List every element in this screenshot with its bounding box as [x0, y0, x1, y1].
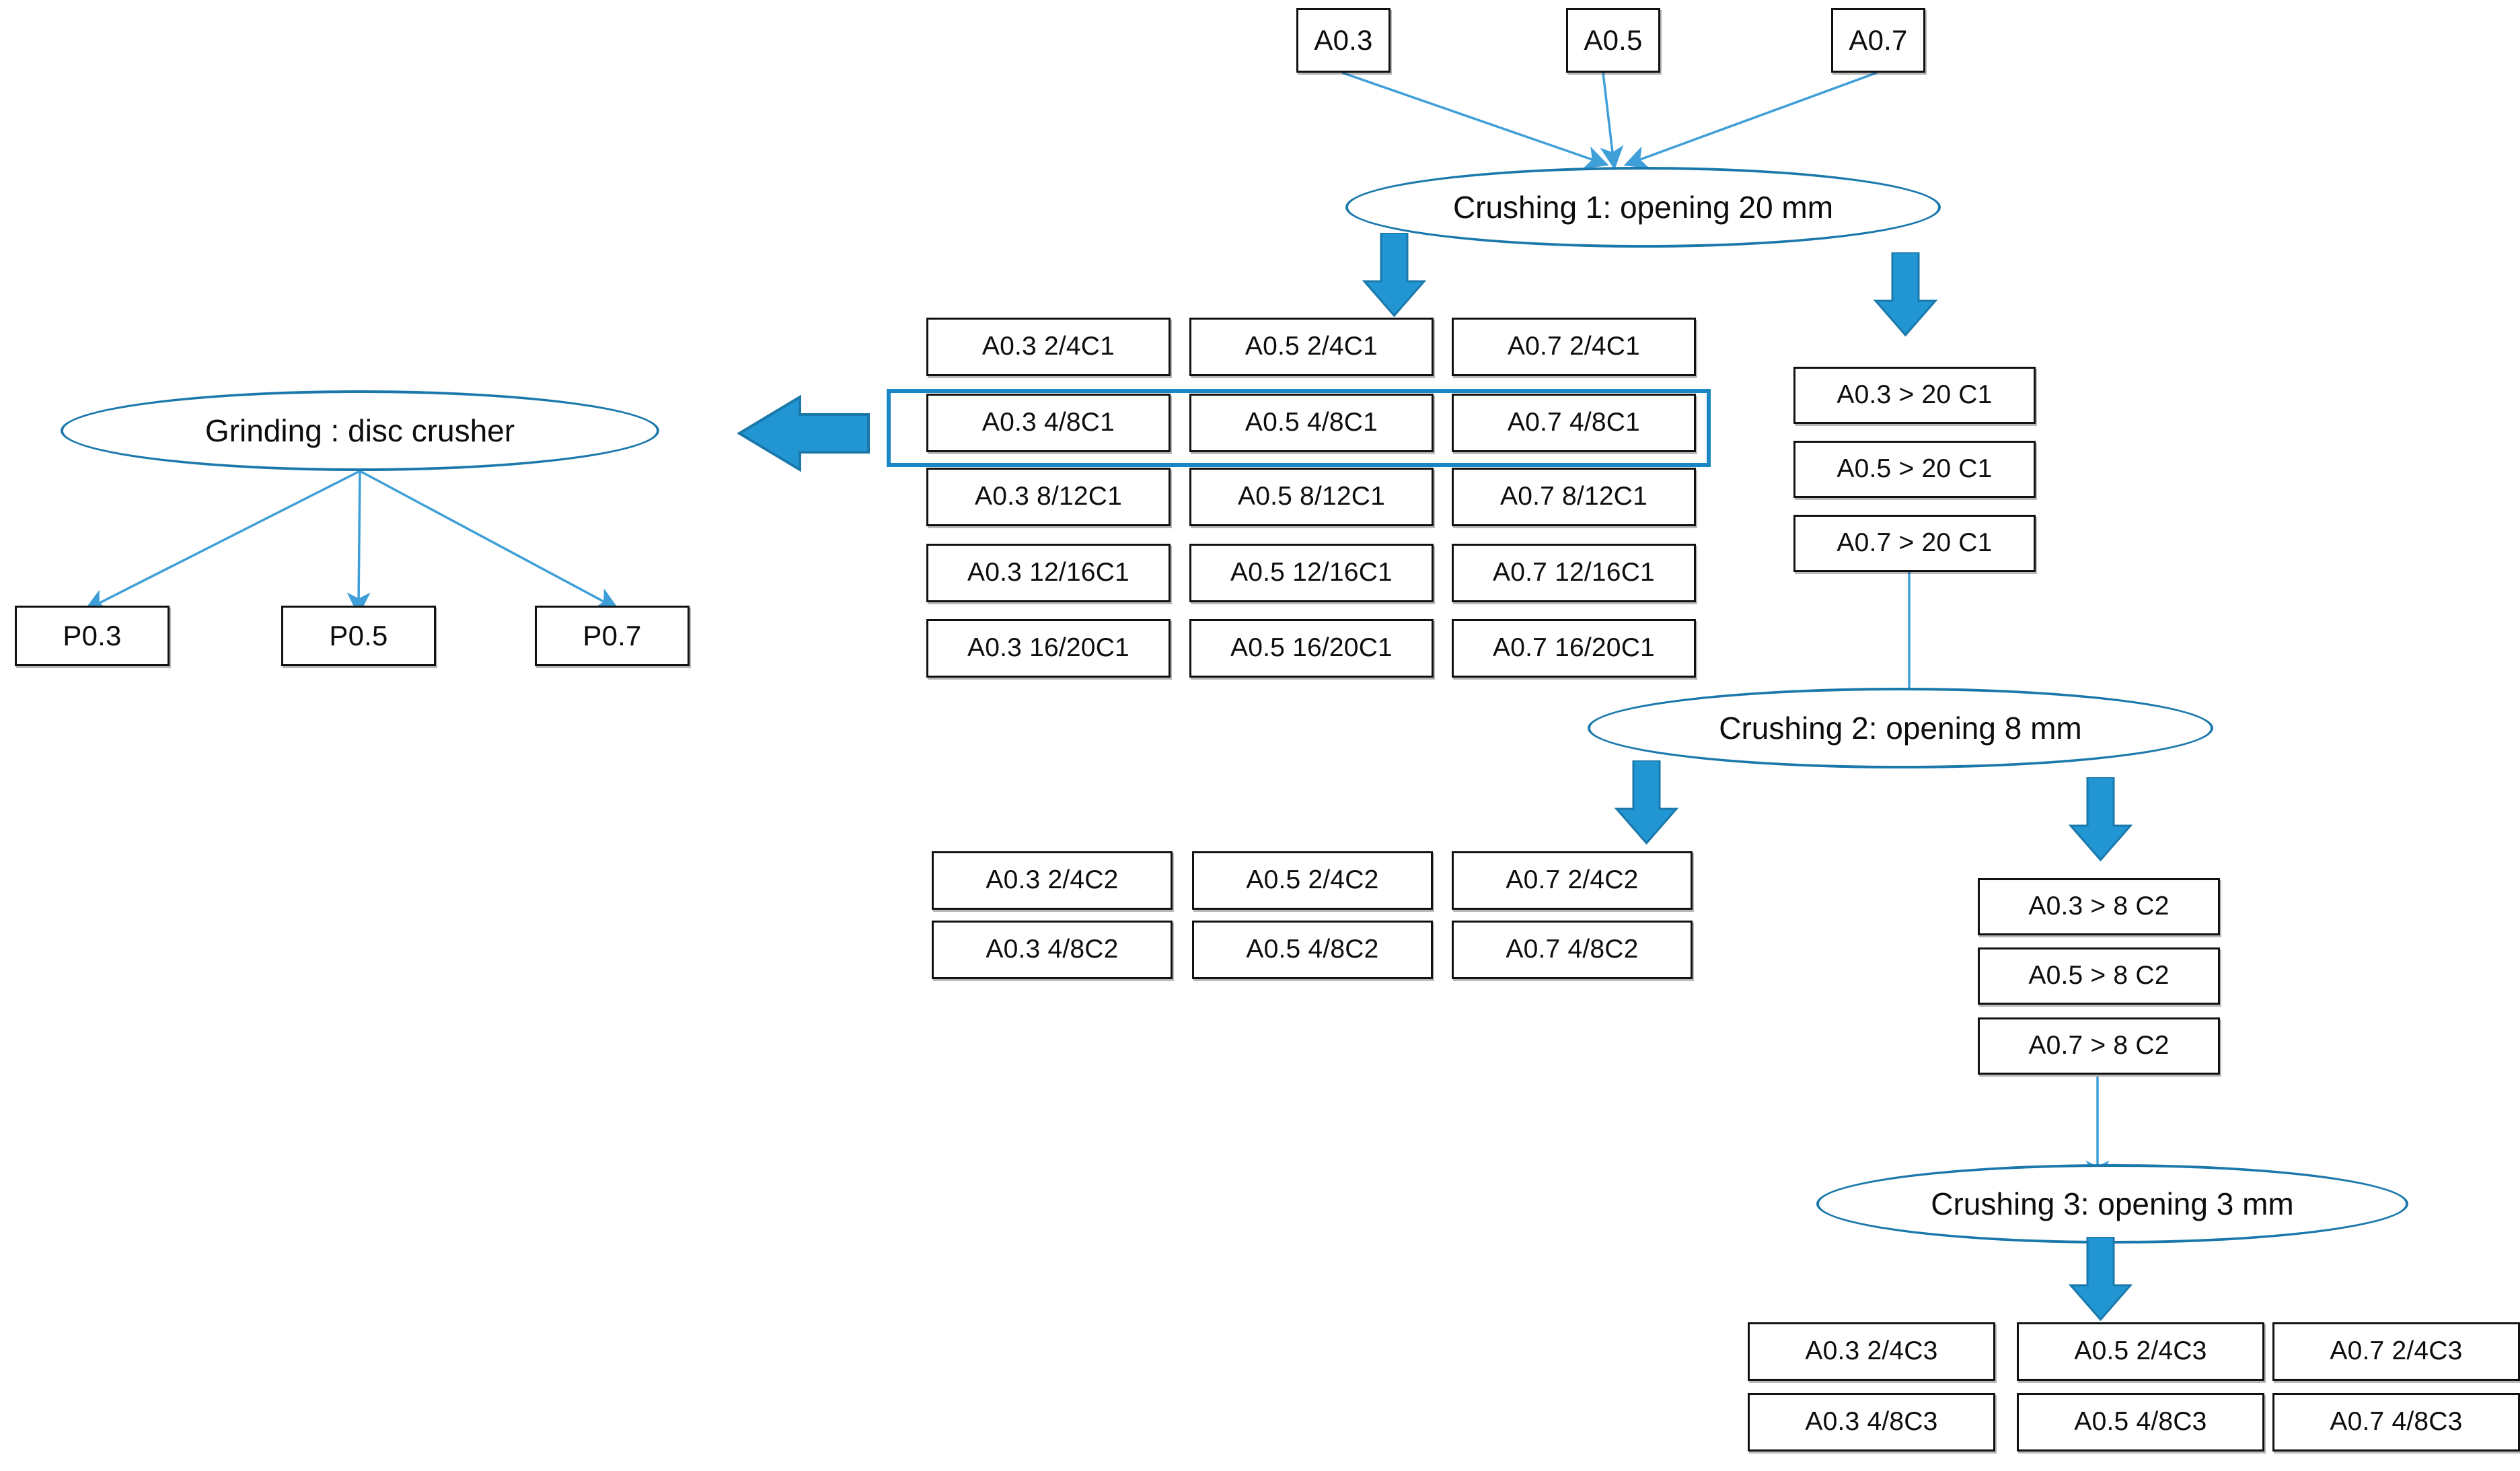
block-arrow-to-grinding — [737, 394, 870, 472]
process-crushing-3[interactable]: Crushing 3: opening 3 mm — [1816, 1164, 2408, 1244]
c1-box-r4c1[interactable]: A0.5 16/20C1 — [1189, 619, 1434, 678]
block-arrow-crushing1-left — [1362, 233, 1426, 317]
oversize-c1-box-a05[interactable]: A0.5 > 20 C1 — [1793, 441, 2036, 498]
c3-box-r0c2[interactable]: A0.7 2/4C3 — [2272, 1322, 2520, 1381]
oversize-c1-box-a07[interactable]: A0.7 > 20 C1 — [1793, 515, 2036, 572]
c2-box-r0c1[interactable]: A0.5 2/4C2 — [1192, 851, 1433, 910]
c3-box-r0c0[interactable]: A0.3 2/4C3 — [1748, 1322, 1995, 1381]
selection-highlight-4-8-c1[interactable] — [887, 389, 1711, 467]
process-crushing-2[interactable]: Crushing 2: opening 8 mm — [1588, 688, 2213, 768]
c1-box-r0c1[interactable]: A0.5 2/4C1 — [1189, 318, 1434, 376]
oversize-c1-box-a03[interactable]: A0.3 > 20 C1 — [1793, 367, 2036, 424]
c2-box-r0c0[interactable]: A0.3 2/4C2 — [932, 851, 1173, 910]
c3-box-r0c1[interactable]: A0.5 2/4C3 — [2017, 1322, 2264, 1381]
c1-box-r1c1[interactable]: A0.5 4/8C1 — [1189, 394, 1434, 452]
c2-box-r1c0[interactable]: A0.3 4/8C2 — [932, 921, 1173, 979]
input-box-a07[interactable]: A0.7 — [1831, 8, 1925, 73]
product-box-p07[interactable]: P0.7 — [535, 606, 690, 666]
c1-box-r1c2[interactable]: A0.7 4/8C1 — [1452, 394, 1696, 452]
c1-box-r3c2[interactable]: A0.7 12/16C1 — [1452, 544, 1696, 602]
block-arrow-crushing2-left — [1615, 760, 1678, 845]
c2-box-r0c2[interactable]: A0.7 2/4C2 — [1452, 851, 1693, 910]
block-arrow-crushing2-right — [2069, 777, 2133, 861]
input-box-a05[interactable]: A0.5 — [1566, 8, 1660, 73]
c1-box-r3c1[interactable]: A0.5 12/16C1 — [1189, 544, 1434, 602]
process-grinding[interactable]: Grinding : disc crusher — [61, 390, 659, 471]
c1-box-r4c0[interactable]: A0.3 16/20C1 — [926, 619, 1171, 678]
c2-box-r1c1[interactable]: A0.5 4/8C2 — [1192, 921, 1433, 979]
c1-box-r2c1[interactable]: A0.5 8/12C1 — [1189, 468, 1434, 526]
product-box-p03[interactable]: P0.3 — [15, 606, 170, 666]
c1-box-r2c2[interactable]: A0.7 8/12C1 — [1452, 468, 1696, 526]
c3-box-r1c0[interactable]: A0.3 4/8C3 — [1748, 1393, 1995, 1451]
process-crushing-1[interactable]: Crushing 1: opening 20 mm — [1345, 167, 1941, 248]
input-box-a03[interactable]: A0.3 — [1296, 8, 1391, 73]
block-arrow-crushing3-down — [2069, 1237, 2133, 1321]
c3-box-r1c1[interactable]: A0.5 4/8C3 — [2017, 1393, 2264, 1451]
c1-box-r0c2[interactable]: A0.7 2/4C1 — [1452, 318, 1696, 376]
c1-box-r1c0[interactable]: A0.3 4/8C1 — [926, 394, 1171, 452]
c1-box-r4c2[interactable]: A0.7 16/20C1 — [1452, 619, 1696, 678]
c1-box-r3c0[interactable]: A0.3 12/16C1 — [926, 544, 1171, 602]
product-box-p05[interactable]: P0.5 — [281, 606, 436, 666]
c3-box-r1c2[interactable]: A0.7 4/8C3 — [2272, 1393, 2520, 1451]
c1-box-r0c0[interactable]: A0.3 2/4C1 — [926, 318, 1171, 376]
c1-box-r2c0[interactable]: A0.3 8/12C1 — [926, 468, 1171, 526]
c2-box-r1c2[interactable]: A0.7 4/8C2 — [1452, 921, 1693, 979]
oversize-c2-box-a05[interactable]: A0.5 > 8 C2 — [1978, 947, 2220, 1005]
block-arrow-crushing1-right — [1874, 252, 1937, 336]
oversize-c2-box-a07[interactable]: A0.7 > 8 C2 — [1978, 1017, 2220, 1075]
oversize-c2-box-a03[interactable]: A0.3 > 8 C2 — [1978, 878, 2220, 935]
